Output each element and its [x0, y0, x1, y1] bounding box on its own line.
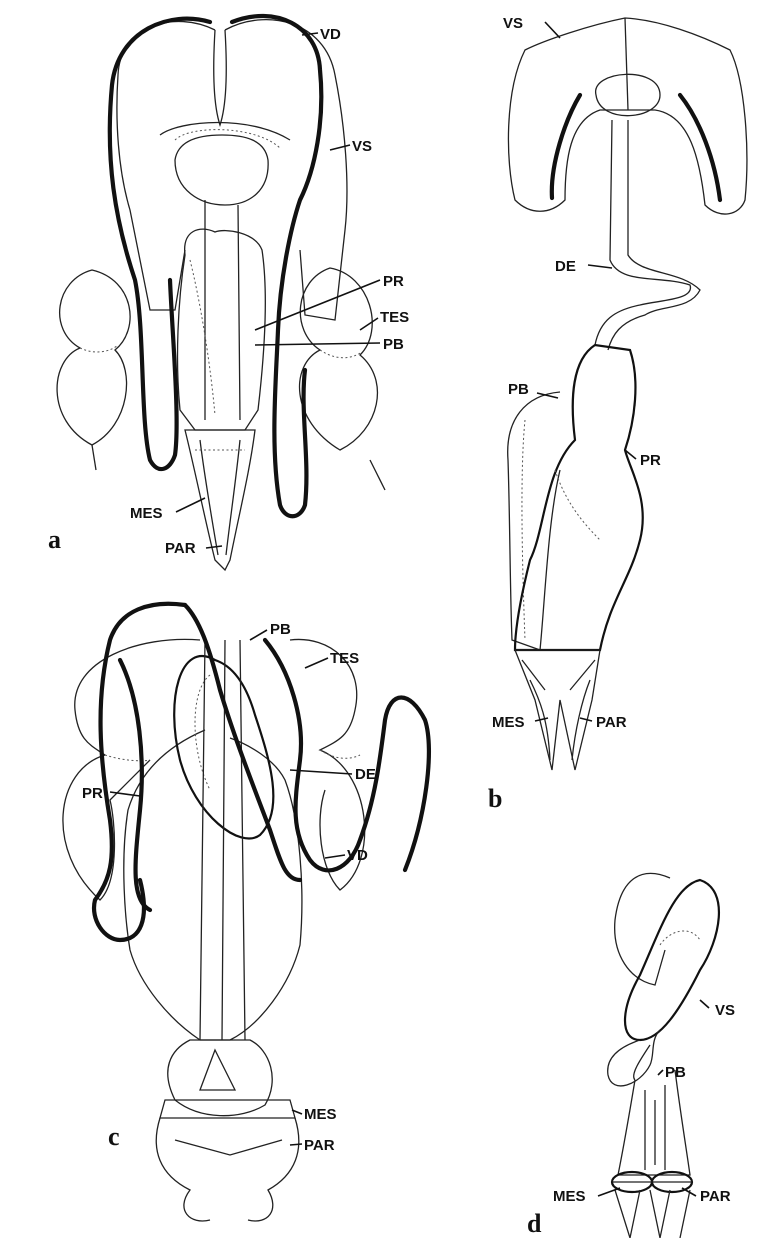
panel-a-label-tes: TES — [380, 309, 409, 326]
panel-b-label-pr: PR — [640, 452, 661, 469]
panel-c-label-mes: MES — [304, 1106, 337, 1123]
panel-c-label-tes: TES — [330, 650, 359, 667]
panel-d-label-pb: PB — [665, 1064, 686, 1081]
panel-b-drawing — [508, 18, 747, 770]
panel-a-label-pb: PB — [383, 336, 404, 353]
panel-b-label-vs: VS — [503, 15, 523, 32]
panel-a-letter: a — [48, 525, 61, 554]
panel-b-label-par: PAR — [596, 714, 627, 731]
panel-c-label-pr: PR — [82, 785, 103, 802]
panel-a-drawing — [57, 16, 385, 570]
panel-d-label-par: PAR — [700, 1188, 731, 1205]
panel-c-label-vd: VD — [347, 847, 368, 864]
panel-a-label-mes: MES — [130, 505, 163, 522]
panel-c-label-de: DE — [355, 766, 376, 783]
panel-d-label-vs: VS — [715, 1002, 735, 1019]
panel-c-letter: c — [108, 1122, 120, 1151]
panel-b-label-de: DE — [555, 258, 576, 275]
panel-c-label-pb: PB — [270, 621, 291, 638]
panel-b-letter: b — [488, 784, 502, 813]
panel-a-label-vd: VD — [320, 26, 341, 43]
panel-a-label-pr: PR — [383, 273, 404, 290]
panel-d-drawing — [598, 873, 719, 1238]
panel-d-letter: d — [527, 1209, 542, 1238]
panel-d-label-mes: MES — [553, 1188, 586, 1205]
panel-b-label-mes: MES — [492, 714, 525, 731]
panel-a-label-par: PAR — [165, 540, 196, 557]
panel-b-label-pb: PB — [508, 381, 529, 398]
panel-c-label-par: PAR — [304, 1137, 335, 1154]
panel-a-label-vs: VS — [352, 138, 372, 155]
